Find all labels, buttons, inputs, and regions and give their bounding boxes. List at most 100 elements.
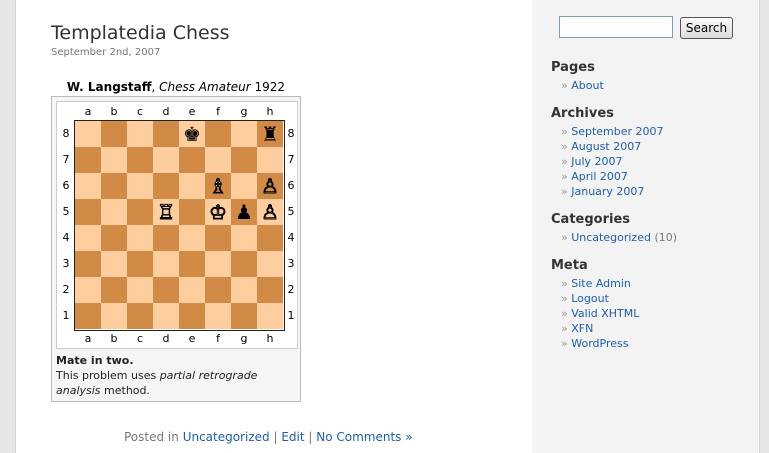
black-piece-g5: ♟	[235, 200, 253, 224]
square-f6: ♗	[205, 173, 231, 199]
caption-year: 1922	[254, 80, 286, 94]
meta-link-wordpress[interactable]: WordPress	[561, 336, 639, 351]
rank-label: 8	[62, 127, 70, 140]
file-label: d	[162, 332, 170, 345]
square-e5	[179, 199, 205, 225]
square-a6	[75, 173, 101, 199]
square-c4	[127, 225, 153, 251]
problem-text: This problem uses partial retrograde ana…	[56, 368, 296, 398]
square-h7	[257, 147, 283, 173]
meta-separator: |	[304, 430, 317, 444]
square-a2	[75, 277, 101, 303]
square-g8	[231, 121, 257, 147]
white-piece-f6: ♗	[209, 174, 228, 198]
square-c7	[127, 147, 153, 173]
category-link[interactable]: Uncategorized	[182, 430, 270, 444]
white-piece-f5: ♔	[209, 200, 228, 224]
categories-heading: Categories	[551, 212, 631, 227]
square-b6	[101, 173, 127, 199]
square-a5	[75, 199, 101, 225]
square-e2	[179, 277, 205, 303]
square-b4	[101, 225, 127, 251]
pages-list: About	[561, 78, 604, 93]
file-label: b	[110, 332, 118, 345]
square-e6	[179, 173, 205, 199]
rank-label: 8	[287, 127, 295, 140]
meta-prefix: Posted in	[124, 430, 183, 444]
archives-heading: Archives	[551, 106, 614, 121]
category-link-uncategorized[interactable]: Uncategorized	[571, 231, 651, 244]
file-label: c	[136, 105, 144, 118]
square-b8	[101, 121, 127, 147]
square-g6	[231, 173, 257, 199]
meta-link-xfn[interactable]: XFN	[561, 321, 639, 336]
rank-label: 5	[62, 205, 70, 218]
square-c1	[127, 303, 153, 329]
black-piece-h8: ♜	[261, 122, 279, 146]
square-e1	[179, 303, 205, 329]
meta-link-valid-xhtml[interactable]: Valid XHTML	[561, 306, 639, 321]
square-h2	[257, 277, 283, 303]
square-d8	[153, 121, 179, 147]
square-c2	[127, 277, 153, 303]
archive-link[interactable]: July 2007	[561, 154, 664, 169]
rank-label: 1	[62, 309, 70, 322]
category-count: (10)	[654, 231, 678, 244]
square-e8: ♚	[179, 121, 205, 147]
edit-link[interactable]: Edit	[281, 430, 305, 444]
rank-label: 3	[287, 257, 295, 270]
square-a7	[75, 147, 101, 173]
archive-link[interactable]: September 2007	[561, 124, 663, 139]
square-c5	[127, 199, 153, 225]
page-link-about[interactable]: About	[561, 78, 604, 93]
square-f3	[205, 251, 231, 277]
categories-list: Uncategorized (10)	[561, 230, 677, 245]
rank-label: 3	[62, 257, 70, 270]
square-d3	[153, 251, 179, 277]
square-f1	[205, 303, 231, 329]
problem-title: Mate in two.	[56, 354, 134, 367]
square-a8	[75, 121, 101, 147]
square-h6: ♙	[257, 173, 283, 199]
meta-list: Site Admin Logout Valid XHTML XFN WordPr…	[561, 276, 639, 351]
post-title[interactable]: Templatedia Chess	[51, 22, 230, 44]
rank-label: 5	[287, 205, 295, 218]
meta-heading: Meta	[551, 258, 588, 273]
archive-link[interactable]: August 2007	[561, 139, 664, 154]
comments-link[interactable]: No Comments »	[316, 430, 413, 444]
square-e7	[179, 147, 205, 173]
rank-label: 7	[62, 153, 70, 166]
meta-link-site-admin[interactable]: Site Admin	[561, 276, 639, 291]
pages-heading: Pages	[551, 60, 595, 75]
file-label: e	[188, 105, 196, 118]
rank-label: 6	[287, 179, 295, 192]
file-label: g	[240, 332, 248, 345]
meta-link-logout[interactable]: Logout	[561, 291, 639, 306]
black-piece-e8: ♚	[183, 122, 201, 146]
problem-caption: W. Langstaff, Chess Amateur 1922	[66, 80, 286, 94]
search-input[interactable]	[559, 16, 673, 38]
category-item[interactable]: Uncategorized (10)	[561, 230, 677, 245]
white-piece-h6: ♙	[261, 174, 280, 198]
post-meta: Posted in Uncategorized | Edit | No Comm…	[124, 430, 413, 444]
square-g1	[231, 303, 257, 329]
archive-link[interactable]: January 2007	[561, 184, 664, 199]
square-c3	[127, 251, 153, 277]
archive-link[interactable]: April 2007	[561, 169, 664, 184]
file-label: g	[240, 105, 248, 118]
file-label: e	[188, 332, 196, 345]
square-d1	[153, 303, 179, 329]
white-piece-d5: ♖	[157, 200, 176, 224]
square-d2	[153, 277, 179, 303]
square-c8	[127, 121, 153, 147]
problem-description: Mate in two. This problem uses partial r…	[56, 353, 296, 398]
search-button[interactable]: Search	[680, 17, 733, 39]
square-g4	[231, 225, 257, 251]
post-date: September 2nd, 2007	[51, 47, 161, 58]
square-c6	[127, 173, 153, 199]
